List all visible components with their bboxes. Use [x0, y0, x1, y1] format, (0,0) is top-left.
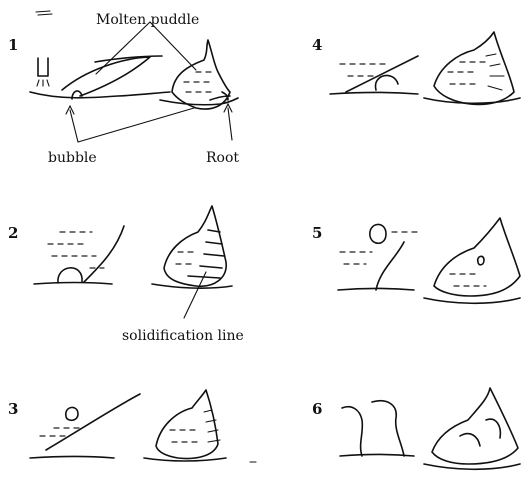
leader-root [228, 108, 232, 140]
panel-5-dashes [340, 232, 420, 264]
leader-bubble [70, 108, 194, 142]
panel-5: 5 [312, 218, 520, 303]
panel-6-right-grain [372, 401, 404, 456]
leader-solidification [184, 272, 206, 318]
torch-nozzle [38, 58, 48, 76]
panel-1: 1 Molten puddle bubble Root [8, 12, 239, 166]
panel-6: 6 [312, 388, 520, 469]
panel-2-bubble [58, 268, 82, 283]
panel-5-number: 5 [312, 224, 322, 242]
panel-3-number: 3 [8, 400, 18, 418]
panel-1-number: 1 [8, 36, 18, 54]
leader-molten-puddle-b [150, 22, 196, 70]
panel-3-cross-section [156, 390, 218, 458]
panel-3-bubble [66, 407, 78, 420]
panel-6-base-line [340, 455, 414, 457]
panel-6-number: 6 [312, 400, 322, 418]
panel-5-bubble [370, 224, 386, 243]
cross-section-dashes [184, 72, 216, 92]
panel-4-bubble [376, 75, 398, 90]
panel-4-number: 4 [312, 36, 322, 54]
panel-5-front [376, 242, 404, 290]
label-root: Root [206, 150, 239, 166]
panel-2-cross-section [164, 206, 226, 286]
panel-4: 4 [312, 32, 520, 105]
panel-2-solid-line [188, 230, 224, 278]
molten-puddle-side [62, 57, 150, 96]
panel-4-base-line [330, 93, 418, 95]
panel-4-solid-line [486, 54, 504, 90]
base-line-side [30, 92, 170, 98]
panel-6-cross-section [432, 388, 518, 464]
cross-section-outline [172, 40, 230, 109]
label-solidification-line: solidification line [122, 328, 244, 344]
panel-2-solid-front [84, 226, 124, 282]
panel-3: 3 [8, 390, 256, 462]
panel-4-dashes-cross [448, 62, 486, 84]
label-bubble: bubble [48, 150, 97, 166]
panel-6-grain-line [460, 419, 500, 446]
panel-5-base-cross [424, 298, 520, 303]
panel-5-dashes-cross [450, 274, 486, 286]
torch-gas-lines [37, 80, 49, 86]
leader-molten-puddle-a [96, 22, 150, 74]
panel-3-front [46, 394, 140, 450]
panel-2-cross-dashes [176, 252, 196, 264]
panel-4-front [346, 56, 418, 92]
panel-4-cross-section [434, 32, 514, 105]
corner-mark [36, 11, 52, 15]
label-molten-puddle: Molten puddle [96, 12, 199, 28]
panel-2-number: 2 [8, 224, 18, 242]
panel-6-left-grain [342, 407, 362, 456]
panel-6-base-cross [424, 464, 520, 469]
panel-2-dashes [48, 232, 104, 268]
panel-5-cross-section [434, 218, 520, 296]
panel-5-bubble-cross [478, 256, 484, 264]
panel-2-base-line [34, 283, 112, 285]
panel-3-base-line [30, 457, 114, 459]
panel-2: 2 solidification line [8, 206, 244, 344]
